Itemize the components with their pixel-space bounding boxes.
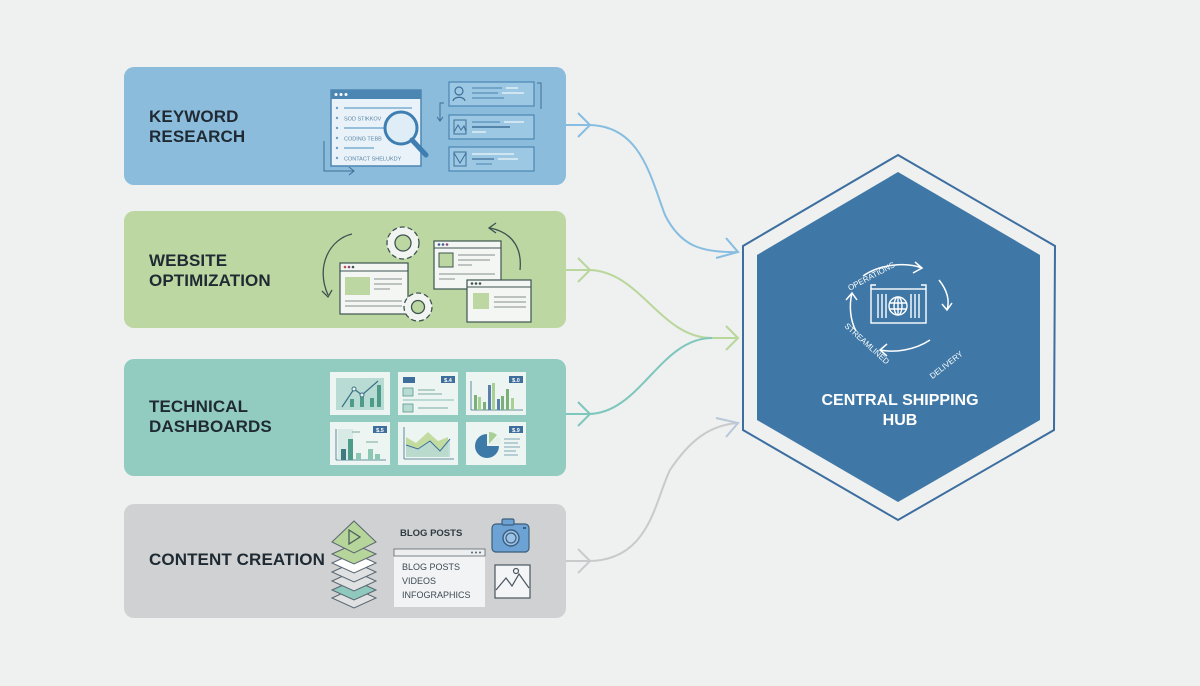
connector-content-creation	[566, 417, 740, 574]
bar-chart-panel: $.5	[330, 422, 390, 465]
dashboards-illustration: $.4 $.0	[330, 372, 526, 465]
kpi-badge: $.4	[444, 378, 453, 384]
card-title: WEBSITE OPTIMIZATION	[149, 251, 271, 291]
content-layers-stack	[330, 520, 378, 609]
card-title: CONTENT CREATION	[149, 550, 325, 570]
card-title: TECHNICAL DASHBOARDS	[149, 397, 272, 437]
result-card	[448, 114, 535, 140]
hub-shape	[757, 172, 1040, 502]
list-item-text: SOD STIKKOV	[344, 117, 382, 123]
list-item-text: CONTACT SHELUKDY	[344, 157, 402, 163]
connector-technical-dashboards	[566, 337, 713, 427]
kpi-badge: $.0	[512, 378, 520, 384]
title-line: RESEARCH	[149, 127, 246, 146]
card-website-optimization: WEBSITE OPTIMIZATION	[124, 211, 566, 328]
keyword-research-illustration: SOD STIKKOV CODING TEBB CONTACT SHELUKDY	[323, 81, 542, 176]
content-type-item: INFOGRAPHICS	[402, 590, 471, 600]
kpi-badge: $.9	[512, 428, 520, 434]
shipping-container-icon	[870, 284, 927, 324]
card-technical-dashboards: TECHNICAL DASHBOARDS $.4	[124, 359, 566, 476]
website-optimization-illustration	[321, 222, 532, 323]
cycle-icon	[845, 261, 953, 357]
content-list-window: BLOG POSTS VIDEOS INFOGRAPHICS	[393, 548, 486, 607]
title-line: OPTIMIZATION	[149, 271, 271, 290]
kpi-badge: $.5	[376, 428, 384, 434]
title-line: KEYWORD	[149, 107, 239, 126]
hub-outline	[742, 153, 1057, 522]
connector-website-optimization	[566, 257, 740, 351]
magnifier-icon	[383, 110, 429, 158]
content-type-item: BLOG POSTS	[402, 562, 460, 572]
browser-window	[339, 262, 409, 315]
blog-posts-heading: BLOG POSTS	[400, 528, 462, 539]
play-icon	[348, 528, 362, 546]
card-title: KEYWORD RESEARCH	[149, 107, 245, 147]
area-chart-panel	[398, 422, 458, 465]
hub-title: CENTRAL SHIPPING HUB	[800, 391, 1000, 431]
gear-icon	[403, 292, 433, 322]
content-type-item: VIDEOS	[402, 576, 436, 586]
content-creation-illustration: BLOG POSTS BLOG POSTS VIDEOS INFOGRAPHIC…	[330, 518, 531, 609]
browser-window	[466, 279, 532, 323]
title-line: CONTENT CREATION	[149, 550, 325, 569]
pie-chart-panel: $.9	[466, 422, 526, 465]
kpi-panel: $.4	[398, 372, 458, 415]
list-item-text: CODING TEBB	[344, 137, 382, 143]
gear-icon	[386, 226, 420, 260]
image-icon	[494, 564, 531, 599]
result-card	[448, 81, 535, 107]
line-bar-chart-panel	[330, 372, 390, 415]
hub-title-line: HUB	[882, 412, 918, 429]
search-results-window: SOD STIKKOV CODING TEBB CONTACT SHELUKDY	[330, 89, 422, 167]
camera-icon	[491, 518, 530, 553]
result-card	[448, 146, 535, 172]
connector-keyword-research	[566, 112, 740, 259]
title-line: TECHNICAL	[149, 397, 249, 416]
hub-title-line: CENTRAL SHIPPING	[821, 392, 979, 409]
card-keyword-research: KEYWORD RESEARCH SOD STIKKOV CODING TEBB…	[124, 67, 566, 185]
card-content-creation: CONTENT CREATION BLOG POSTS BLOG POS	[124, 504, 566, 618]
title-line: DASHBOARDS	[149, 417, 272, 436]
globe-icon	[888, 296, 908, 316]
bar-chart-panel: $.0	[466, 372, 526, 415]
title-line: WEBSITE	[149, 251, 228, 270]
